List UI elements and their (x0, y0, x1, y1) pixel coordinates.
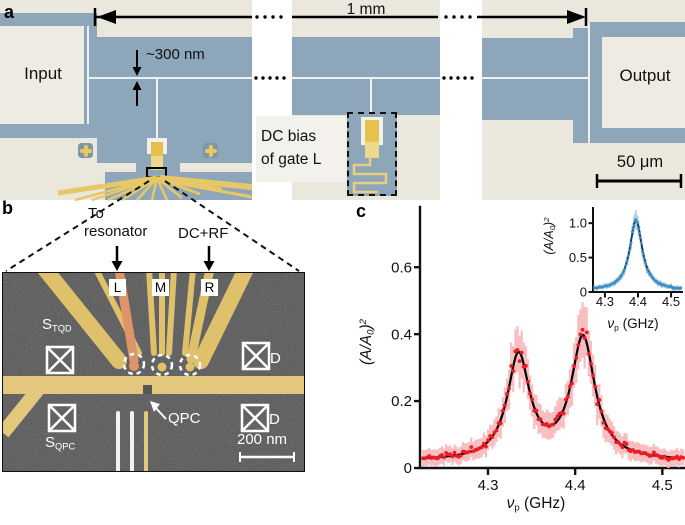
dc-bias-text-patch (256, 116, 346, 182)
gate-m-tip (157, 362, 167, 372)
one-mm-label: 1 mm (346, 1, 386, 18)
panel-a-label: a (4, 2, 15, 22)
panel-a-micrograph: a Input 1 mm ~300 nm DC bias of gate L O… (0, 0, 685, 200)
image-break-right (440, 0, 482, 200)
ohmic-d-bottom (240, 403, 270, 433)
gate-fan-region (105, 172, 252, 200)
dc-bias-label-line2: of gate L (261, 151, 322, 168)
alignment-cross-left (78, 143, 93, 158)
qpc-label: QPC (168, 410, 201, 427)
horizontal-gate-band (3, 376, 304, 438)
qpc-constriction-gap (143, 385, 152, 394)
output-gap-line (588, 24, 590, 141)
to-resonator-arrow (111, 246, 123, 271)
main-fit-line (421, 333, 685, 460)
panel-c-label: c (356, 201, 367, 221)
dc-rf-label: DC+RF (178, 225, 229, 242)
inset-x-axis-label: νp (GHz) (607, 316, 659, 333)
svg-text:4.5: 4.5 (652, 477, 673, 494)
svg-text:0.5: 0.5 (569, 250, 587, 265)
output-label: Output (619, 66, 671, 85)
drain-top-label: D (270, 350, 281, 367)
sem-graphics (3, 273, 304, 471)
center-conductor-1 (89, 77, 252, 79)
sem-scale-bar (239, 452, 295, 462)
panel-b-label: b (2, 198, 13, 218)
main-y-axis-label: (A/A0)2 (358, 319, 377, 366)
scale-50um-label: 50 μm (616, 153, 664, 171)
gap-300nm-label: ~300 nm (146, 46, 205, 63)
ohmic-contact-marks (45, 341, 271, 433)
source-qpc-label: SQPC (45, 434, 76, 452)
bias-bar (365, 120, 379, 142)
resonator-bar-lower (151, 156, 163, 170)
inset-data-points (593, 218, 683, 290)
ohmic-d-top (241, 341, 271, 371)
dc-rf-arrow (203, 246, 215, 271)
qpc-pointer-arrow (150, 401, 167, 420)
input-gap-line (87, 26, 89, 124)
ohmic-s-qpc (47, 403, 77, 433)
gate-label-r: R (201, 279, 218, 296)
panel-c-chart: 4.3 4.4 4.5 0 0.2 0.4 0.6 4.3 4.4 4.5 0 0.5 1.0 (391, 205, 685, 494)
source-tqd-label: STQD (42, 316, 72, 334)
svg-text:4.3: 4.3 (596, 294, 614, 309)
svg-text:0.6: 0.6 (391, 259, 412, 276)
main-axes (414, 205, 685, 475)
resonator-bar (151, 142, 163, 156)
bias-bar-lower (365, 142, 379, 158)
input-pad (0, 26, 84, 124)
dc-bias-label-line1: DC bias (261, 128, 317, 145)
svg-text:4.4: 4.4 (629, 294, 647, 309)
cpw-section-2 (292, 37, 440, 115)
inset-fit-line (593, 219, 682, 290)
svg-text:0: 0 (580, 284, 587, 299)
alignment-cross-right (203, 143, 218, 158)
center-conductor-3 (477, 77, 590, 79)
cpw-step (573, 28, 588, 143)
cpw-section-3 (477, 38, 573, 120)
svg-text:4.4: 4.4 (565, 477, 586, 494)
gate-label-l: L (109, 279, 126, 296)
input-label: Input (24, 64, 62, 83)
main-x-axis-label: νp (GHz) (506, 495, 566, 514)
center-conductor-2 (292, 77, 440, 79)
ohmic-s-tqd (45, 345, 75, 375)
svg-text:4.3: 4.3 (478, 477, 499, 494)
zoom-outline-rect (146, 167, 167, 178)
panel-b-sem-image: L M R STQD D SQPC D QPC 200 nm (2, 272, 305, 472)
finger-gates (38, 273, 253, 369)
svg-text:1.0: 1.0 (569, 216, 587, 231)
main-data-points (421, 327, 685, 462)
inset-axes (588, 207, 683, 298)
svg-text:0.2: 0.2 (391, 393, 412, 410)
inset-tick-labels: 4.3 4.4 4.5 0 0.5 1.0 (569, 216, 680, 309)
resonator-tap-line (156, 79, 158, 139)
drain-bottom-label: D (269, 411, 280, 428)
to-resonator-label-line1: To (88, 205, 104, 222)
gate-bias-tap-line (370, 79, 372, 115)
main-tick-labels: 4.3 4.4 4.5 0 0.2 0.4 0.6 (391, 259, 673, 494)
to-resonator-label-line2: resonator (84, 223, 148, 240)
svg-text:4.5: 4.5 (662, 294, 680, 309)
sem-scale-label: 200 nm (237, 431, 288, 448)
output-pad (602, 37, 685, 128)
gate-r-tip (185, 362, 195, 372)
svg-text:0: 0 (404, 460, 412, 477)
gate-label-m: M (152, 279, 169, 296)
inset-y-axis-label: (A/A0)2 (542, 217, 558, 255)
svg-text:0.4: 0.4 (391, 326, 412, 343)
gate-l-tip (129, 361, 139, 371)
quantum-dot-circles (122, 352, 202, 377)
qpc-gates (116, 411, 148, 471)
